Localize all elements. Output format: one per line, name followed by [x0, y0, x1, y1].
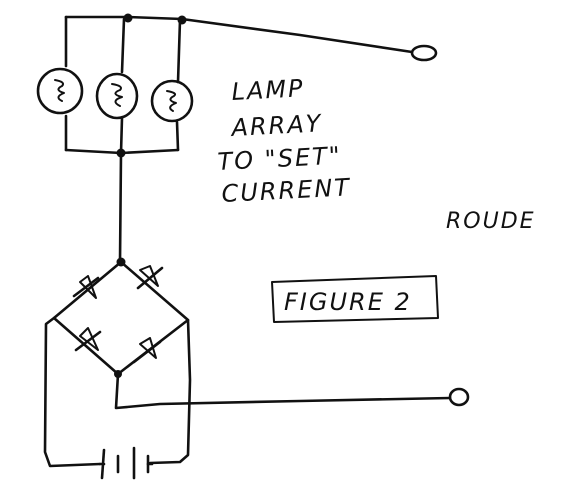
- battery-loop: [43, 316, 192, 468]
- figure-label-box: [271, 275, 439, 323]
- note-line-2: ARRAY: [229, 109, 324, 142]
- note-line-3: TO "SET": [217, 142, 343, 176]
- wire-to-bridge: [118, 151, 123, 264]
- battery: [98, 446, 154, 480]
- diode-4: [132, 337, 162, 364]
- lamp-3: [150, 79, 194, 123]
- bottom-output-wire: [114, 372, 452, 410]
- diode-2: [136, 265, 164, 290]
- lamp-1: [36, 67, 84, 115]
- note-line-4: CURRENT: [221, 173, 352, 208]
- note-line-1: LAMP: [231, 74, 305, 106]
- diode-1: [72, 275, 100, 299]
- side-note: ROUDE: [446, 209, 536, 234]
- output-terminal-top: [410, 44, 438, 62]
- top-bus-wire: [64, 13, 414, 54]
- output-terminal-bottom: [448, 387, 470, 407]
- lamp-array: [64, 15, 182, 158]
- lamp-2: [95, 72, 139, 120]
- diode-bridge: [52, 260, 190, 378]
- figure-label: FIGURE 2: [284, 288, 412, 316]
- diode-3: [74, 327, 102, 352]
